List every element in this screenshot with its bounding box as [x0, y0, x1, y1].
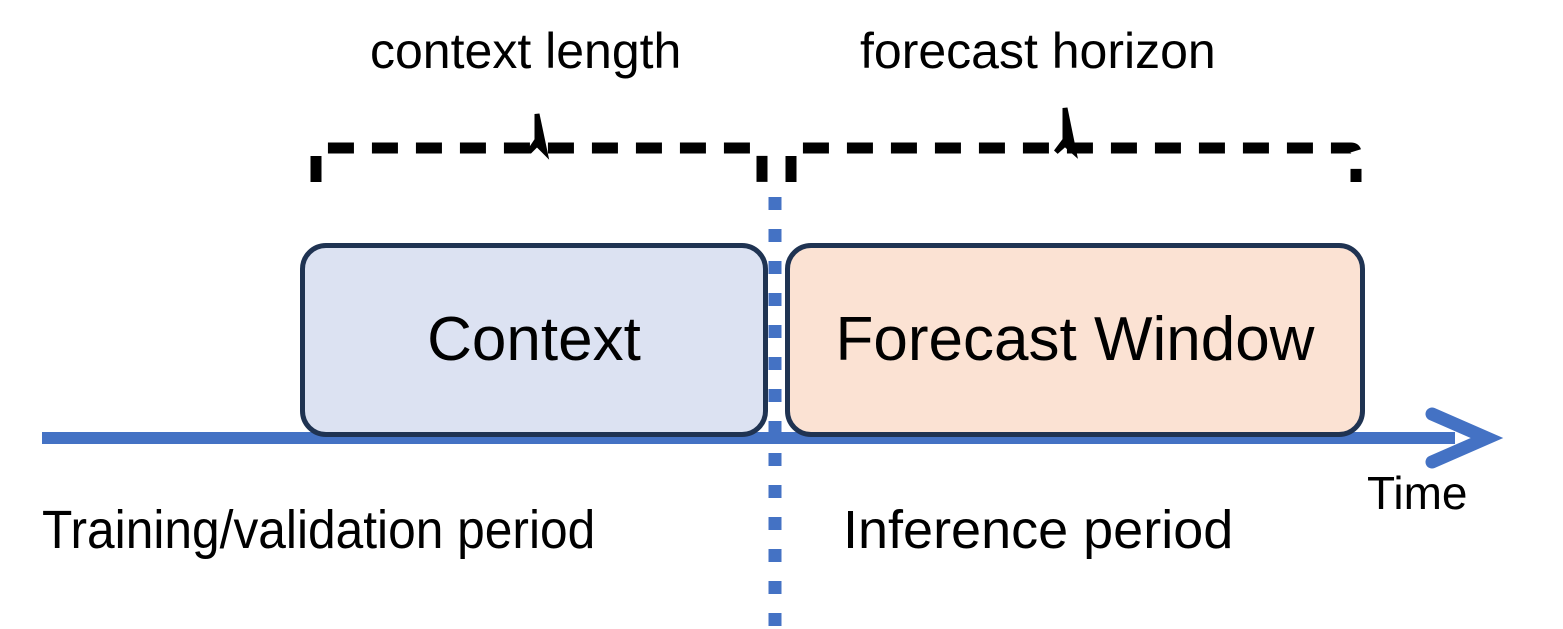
time-axis-arrowhead-icon: [1425, 407, 1504, 469]
forecast-horizon-label: forecast horizon: [860, 23, 1216, 79]
forecast-horizon-bracket: [785, 107, 1362, 182]
context-box-label: Context: [427, 305, 641, 374]
context-length-bracket-tick-icon: [526, 113, 550, 160]
context-box: Context: [300, 243, 768, 437]
context-length-bracket: [310, 113, 768, 182]
context-length-bracket-path: [310, 142, 768, 182]
forecast-window-box-label: Forecast Window: [835, 305, 1315, 374]
forecast-horizon-bracket-path: [785, 142, 1362, 182]
forecast-horizon-bracket-tick-icon: [1054, 107, 1078, 159]
inference-period-label: Inference period: [843, 500, 1234, 560]
time-axis-label: Time: [1367, 467, 1468, 519]
training-validation-period-label: Training/validation period: [42, 500, 596, 560]
forecast-window-box: Forecast Window: [785, 243, 1365, 437]
context-length-label: context length: [370, 23, 682, 79]
